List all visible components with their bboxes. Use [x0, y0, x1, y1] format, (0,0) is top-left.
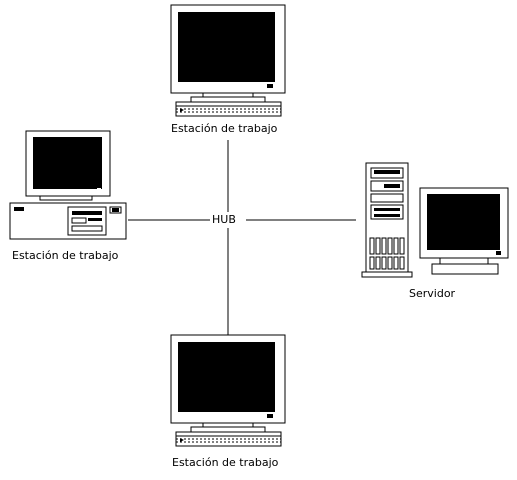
- node-label-bottom: Estación de trabajo: [172, 456, 279, 469]
- desktop-computer-icon: [9, 130, 127, 240]
- monitor-keyboard-icon: [170, 334, 286, 447]
- node-label-left: Estación de trabajo: [12, 249, 119, 262]
- server-tower-icon: [361, 162, 509, 278]
- node-label-top: Estación de trabajo: [171, 122, 278, 135]
- monitor-keyboard-icon: [170, 4, 286, 117]
- hub-label: HUB: [211, 213, 237, 226]
- connections: [128, 140, 356, 335]
- node-label-right: Servidor: [409, 287, 456, 300]
